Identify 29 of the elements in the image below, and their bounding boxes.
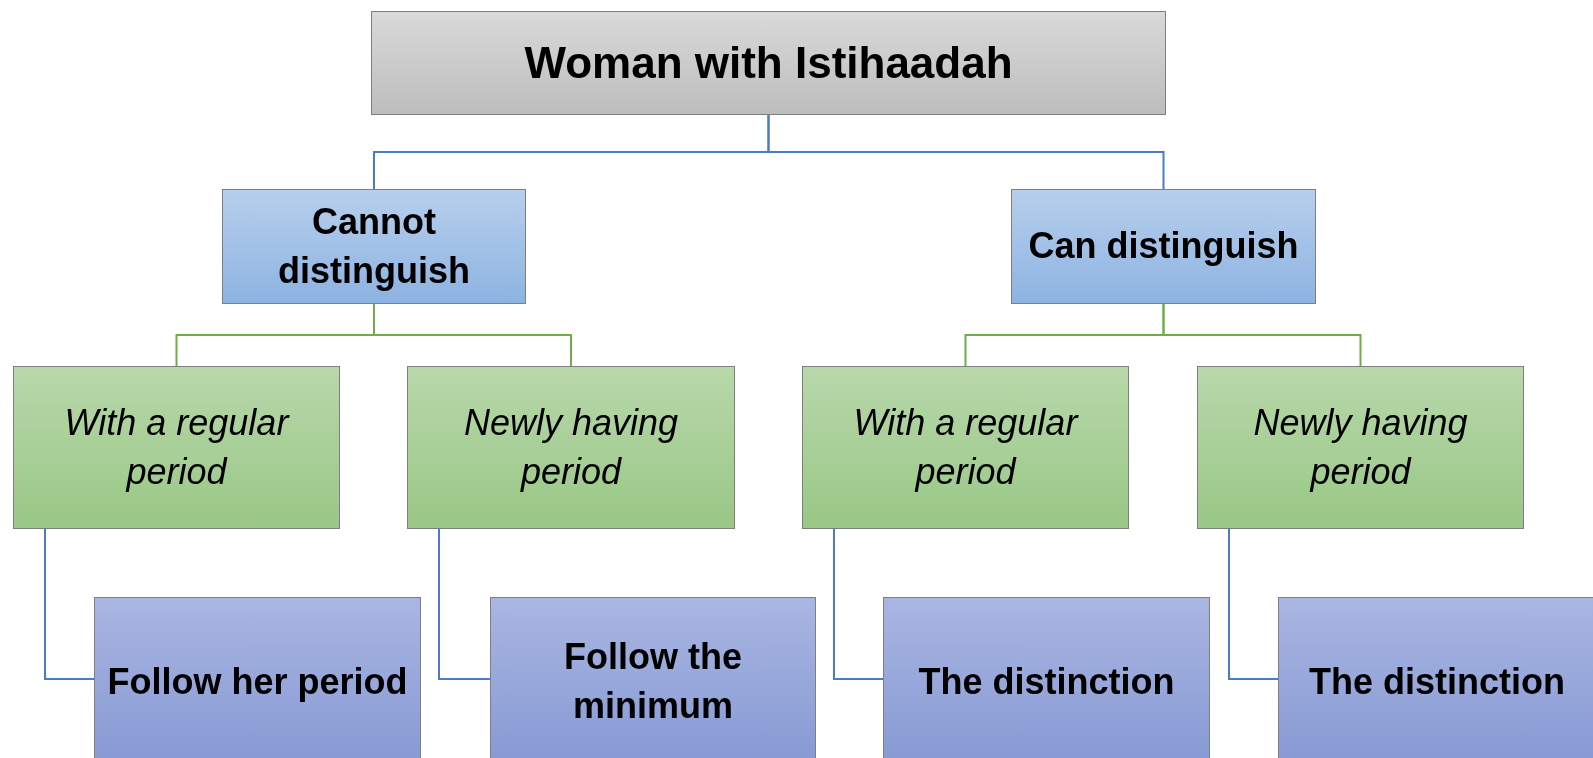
ruling-box <box>94 597 421 758</box>
box-label: Follow the minimum <box>563 635 743 728</box>
category-box <box>1011 189 1316 304</box>
box-label: The distinction <box>917 659 1176 704</box>
connector-line <box>373 303 572 367</box>
connector-line <box>438 528 491 680</box>
category-box <box>222 189 526 304</box>
connector-line <box>1228 528 1279 680</box>
case-box <box>407 366 735 529</box>
connector-line <box>767 114 1165 190</box>
box-label: Can distinguish <box>1027 224 1300 269</box>
box-label: With a regular period <box>852 400 1080 494</box>
box-label: Woman with Istihaadah <box>523 37 1014 90</box>
connector-line <box>44 528 95 680</box>
connector-line <box>833 528 884 680</box>
box-label: Newly having period <box>1252 400 1469 494</box>
box-label: With a regular period <box>63 400 291 494</box>
box-label: Follow her period <box>106 659 409 704</box>
box-label: The distinction <box>1308 659 1566 704</box>
case-box <box>802 366 1129 529</box>
case-box <box>13 366 340 529</box>
ruling-box <box>883 597 1210 758</box>
connector-line <box>1162 303 1362 367</box>
title-box <box>371 11 1166 115</box>
ruling-box <box>1278 597 1593 758</box>
ruling-box <box>490 597 816 758</box>
box-label: Newly having period <box>462 400 680 494</box>
box-label: Cannot distinguish <box>277 199 471 293</box>
case-box <box>1197 366 1524 529</box>
